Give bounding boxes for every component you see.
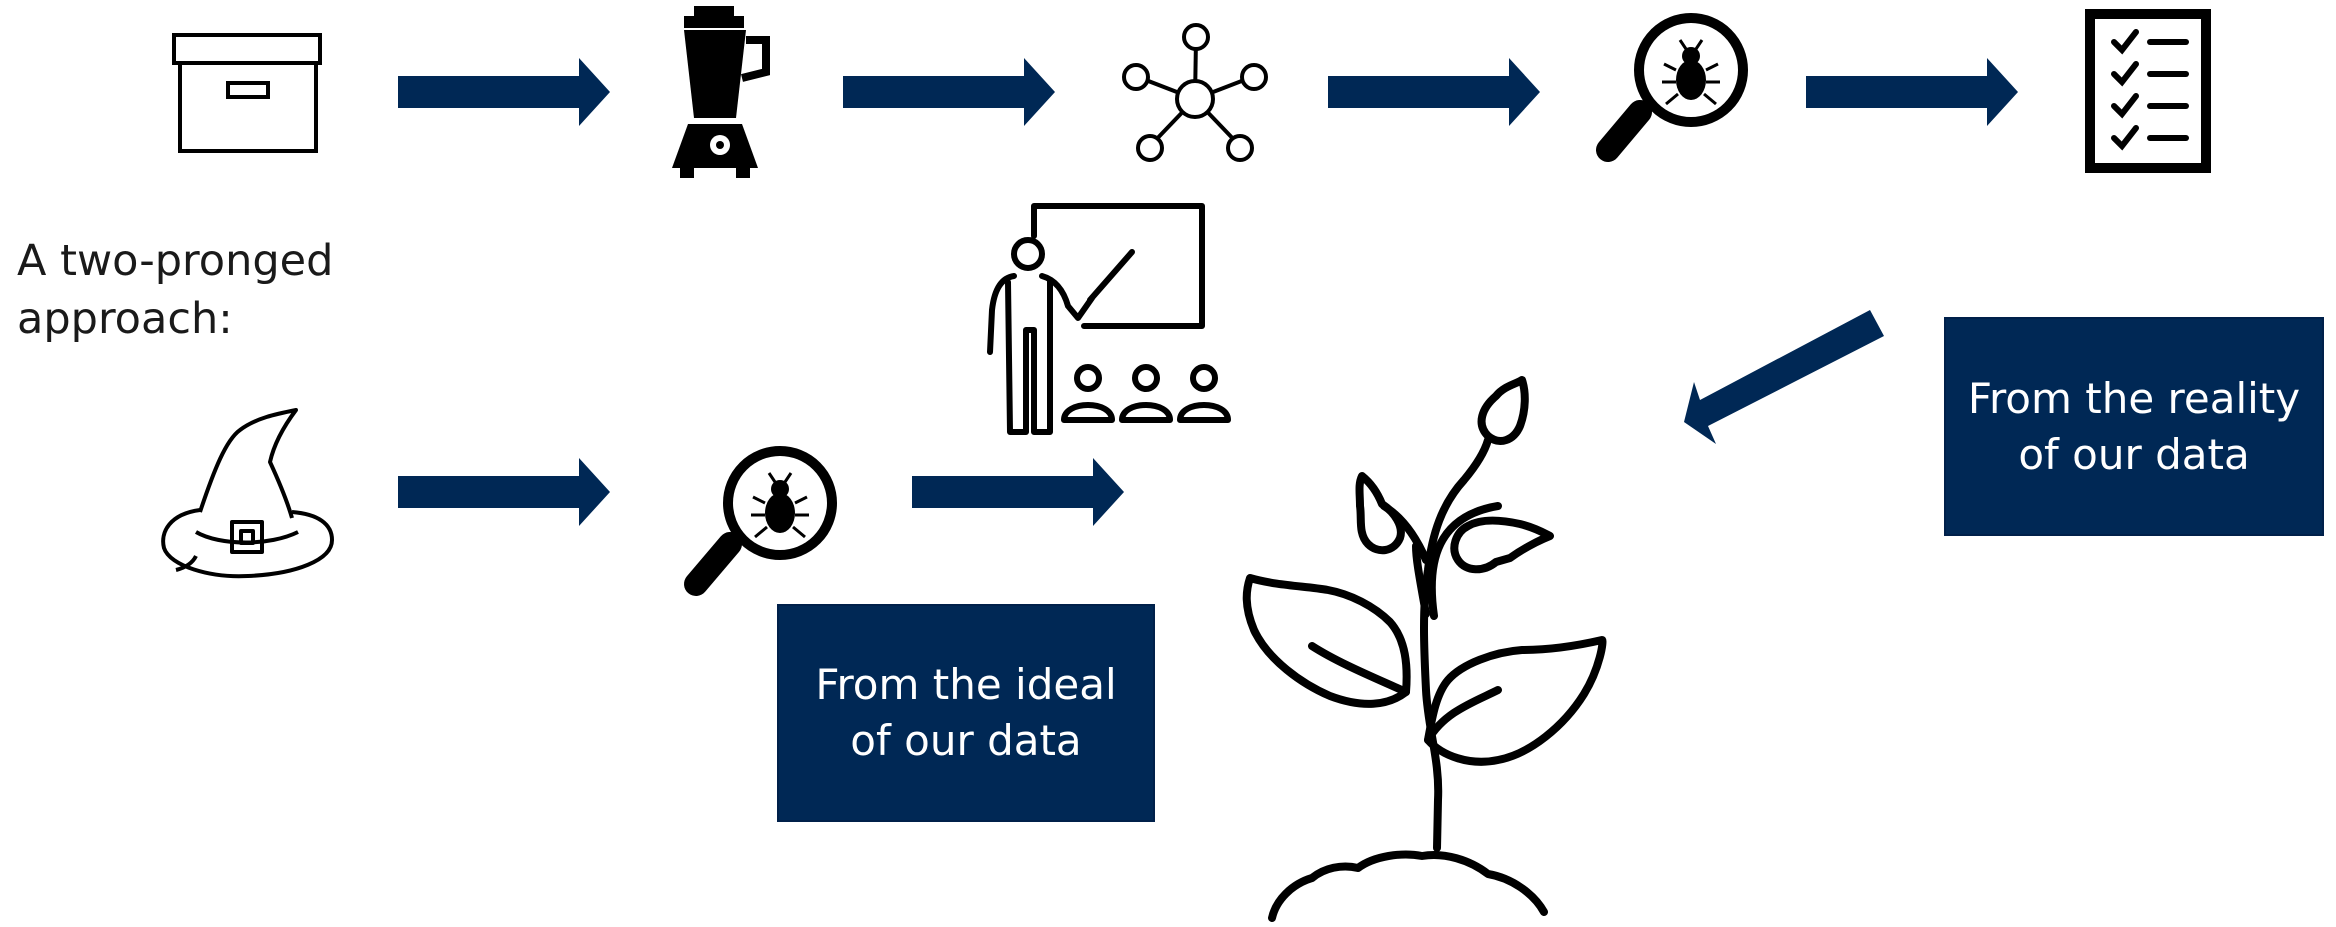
arrow-right: [398, 58, 610, 126]
ideal-data-line2: of our data: [850, 716, 1082, 765]
blender-icon: [672, 6, 770, 178]
arrow-diagonal: [1684, 310, 1884, 444]
growing-plant-icon: [1242, 376, 1607, 922]
arrow-right: [912, 458, 1124, 526]
wizard-hat-icon: [161, 408, 334, 579]
approach-caption-line1: A two-pronged: [17, 236, 334, 286]
ideal-data-line1: From the ideal: [815, 660, 1117, 709]
ideal-data-box-text: From the ideal of our data: [815, 657, 1116, 769]
top-row-arrows: [398, 58, 2018, 126]
arrow-right: [1806, 58, 2018, 126]
reality-data-box-text: From the reality of our data: [1968, 371, 2300, 483]
arrow-right: [398, 458, 610, 526]
network-hub-icon: [1122, 23, 1268, 162]
approach-caption: A two-pronged approach:: [17, 232, 333, 348]
bottom-row-arrows: [398, 310, 1884, 526]
checklist-icon: [2085, 9, 2211, 173]
teacher-presentation-icon: [987, 203, 1231, 435]
arrow-right: [843, 58, 1055, 126]
bug-magnifier-icon: [1596, 13, 1748, 162]
arrow-right: [1328, 58, 1540, 126]
reality-data-line1: From the reality: [1967, 373, 2301, 423]
archive-box-icon: [172, 33, 322, 153]
approach-caption-line2: approach:: [17, 294, 233, 344]
bug-magnifier-icon: [684, 446, 837, 596]
reality-data-line2: of our data: [2018, 429, 2250, 479]
ideal-data-box: From the ideal of our data: [777, 604, 1155, 822]
reality-data-box: From the reality of our data: [1944, 317, 2324, 536]
